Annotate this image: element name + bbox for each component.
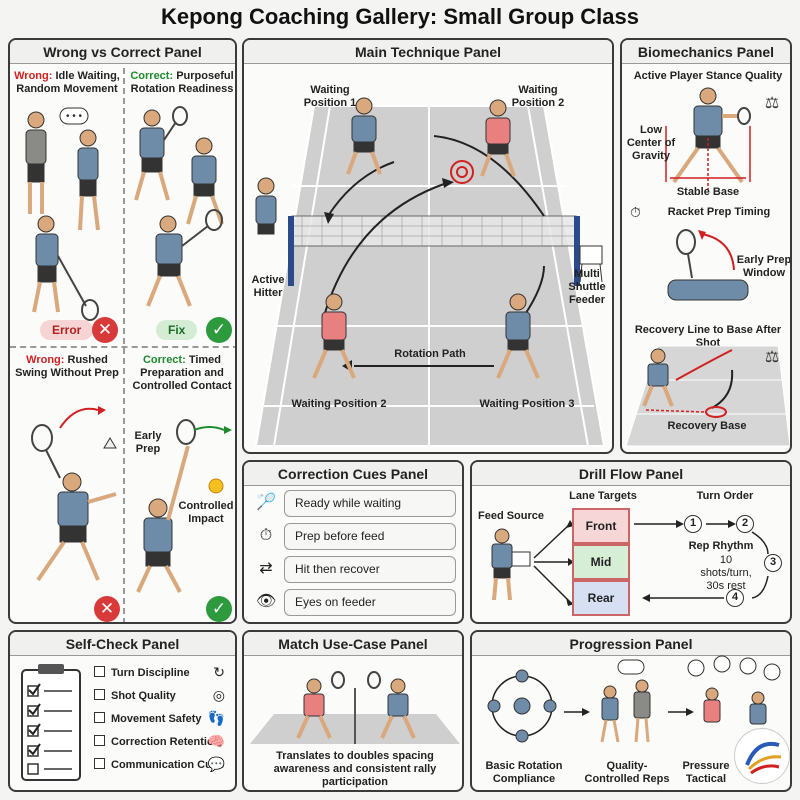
- doubles-court-illustration: [250, 671, 460, 744]
- cue-prep-before-feed: Prep before feed: [284, 523, 456, 550]
- fix-badge: Fix: [156, 320, 198, 340]
- recovery-illustration: ⚖: [625, 345, 790, 447]
- biomechanics-panel: Biomechanics Panel Active Player Stance …: [620, 38, 792, 454]
- turn-3-badge: 3: [764, 554, 782, 572]
- turn-order-arrows: [634, 520, 769, 602]
- correct-check-icon: ✓: [206, 317, 232, 343]
- lane-mid: Mid: [572, 544, 630, 580]
- stopwatch-icon: ⏱: [630, 204, 641, 220]
- panel-title: Wrong vs Correct Panel: [10, 40, 235, 64]
- error-badge: Error: [40, 320, 94, 340]
- panel-title: Self-Check Panel: [10, 632, 235, 656]
- ready-players-illustration: [134, 106, 224, 307]
- footprint-icon: 👣: [207, 710, 225, 726]
- correction-cues-panel: Correction Cues Panel 🏸 Ready while wait…: [242, 460, 464, 624]
- turn-4-badge: 4: [726, 589, 744, 607]
- svg-text:⚖: ⚖: [765, 95, 779, 112]
- panel-title: Main Technique Panel: [244, 40, 612, 64]
- racket-prep-title: Racket Prep Timing: [667, 206, 771, 218]
- brain-icon: 🧠: [207, 733, 225, 749]
- top-wrong-caption: Wrong: Idle Waiting, Random Movement: [14, 70, 120, 96]
- lane-front: Front: [572, 508, 630, 544]
- early-prep-label: Early Prep: [134, 430, 162, 456]
- controlled-impact-label: Controlled Impact: [178, 500, 234, 526]
- idle-players-illustration: • • •: [25, 107, 100, 321]
- check-correction-retention: Correction Retention: [94, 735, 220, 748]
- check-turn-discipline: Turn Discipline: [94, 666, 190, 679]
- rep-rhythm-title: Rep Rhythm: [688, 540, 754, 552]
- match-use-case-panel: Match Use-Case Panel Translates to doubl…: [242, 630, 464, 792]
- stage-basic-rotation: Basic Rotation Compliance: [485, 760, 563, 786]
- rotation-path-label: Rotation Path: [394, 348, 466, 360]
- panel-title: Correction Cues Panel: [244, 462, 462, 486]
- drill-flow-panel: Drill Flow Panel Feed Source Lane Target…: [470, 460, 792, 624]
- top-correct-caption: Correct: Purposeful Rotation Readiness: [130, 70, 234, 96]
- target-icon: ◎: [212, 687, 225, 703]
- turn-1-badge: 1: [684, 515, 702, 533]
- panel-title: Biomechanics Panel: [622, 40, 790, 64]
- self-check-panel: Self-Check Panel Turn Discipline ↻ Shot …: [8, 630, 237, 792]
- stance-title: Active Player Stance Quality: [633, 70, 783, 82]
- waiting-position-3-label: Waiting Position 3: [479, 398, 575, 410]
- feed-arrows: [533, 520, 574, 606]
- stage-pressure-tactical: Pressure Tactical: [682, 760, 730, 786]
- stopwatch-icon: ⏱: [259, 527, 273, 544]
- svg-text:⚖: ⚖: [765, 349, 779, 366]
- feeder-label: Multi Shuttle Feeder: [568, 268, 606, 307]
- panel-title: Progression Panel: [472, 632, 790, 656]
- racket-prep-illustration: [667, 229, 749, 301]
- progression-panel: Progression Panel: [470, 630, 792, 792]
- active-hitter-label: Active Hitter: [251, 274, 285, 300]
- early-prep-window-label: Early Prep Window: [736, 254, 792, 280]
- rotate-icon: ↻: [213, 664, 225, 680]
- panel-title: Match Use-Case Panel: [244, 632, 462, 656]
- cue-hit-then-recover: Hit then recover: [284, 556, 456, 583]
- wrong-vs-correct-panel: Wrong vs Correct Panel Wrong: Idle Waiti…: [8, 38, 237, 624]
- bottom-wrong-caption: Wrong: Rushed Swing Without Prep: [15, 354, 119, 380]
- court-diagram: [254, 97, 606, 447]
- stable-base-label: Stable Base: [676, 186, 740, 198]
- check-movement-safety: Movement Safety: [94, 712, 201, 725]
- eye-icon: 👁: [256, 593, 277, 610]
- match-caption: Translates to doubles spacing awareness …: [273, 750, 437, 789]
- progression-illustration: [487, 655, 781, 743]
- lane-rear: Rear: [572, 580, 630, 616]
- waiting-position-2-top-label: Waiting Position 2: [511, 84, 565, 110]
- timed-contact-illustration: [136, 419, 232, 593]
- low-center-label: Low Center of Gravity: [626, 124, 676, 163]
- timed-check-icon: ✓: [206, 596, 232, 622]
- recovery-base-label: Recovery Base: [667, 420, 747, 432]
- academy-logo: [734, 728, 790, 784]
- svg-text:• • •: • • •: [66, 111, 83, 122]
- feed-source-label: Feed Source: [477, 510, 545, 522]
- page-title: Kepong Coaching Gallery: Small Group Cla…: [161, 4, 639, 29]
- cue-ready-while-waiting: Ready while waiting: [284, 490, 456, 517]
- waiting-position-2-bottom-label: Waiting Position 2: [291, 398, 387, 410]
- turn-2-badge: 2: [736, 515, 754, 533]
- bottom-correct-caption: Correct: Timed Preparation and Controlle…: [132, 354, 232, 393]
- wrong-x-icon: ✕: [92, 317, 118, 343]
- chat-icon: 💬: [207, 756, 225, 772]
- check-communication-cues: Communication Cues: [94, 758, 224, 771]
- rushed-swing-illustration: [31, 406, 117, 582]
- clipboard-icon: [21, 664, 81, 781]
- turn-order-label: Turn Order: [696, 490, 754, 502]
- cue-eyes-on-feeder: Eyes on feeder: [284, 589, 456, 616]
- waiting-position-1-label: Waiting Position 1: [303, 84, 357, 110]
- rushed-x-icon: ✕: [94, 596, 120, 622]
- repeat-icon: ⇄: [259, 560, 273, 577]
- check-shot-quality: Shot Quality: [94, 689, 176, 702]
- stage-quality-reps: Quality-Controlled Reps: [584, 760, 670, 786]
- panel-title: Drill Flow Panel: [472, 462, 790, 486]
- rep-rhythm-text: 10 shots/turn, 30s rest: [700, 554, 752, 593]
- lane-targets-label: Lane Targets: [569, 490, 637, 502]
- stance-illustration: ⚖: [665, 87, 779, 190]
- feeder-illustration: [491, 528, 531, 601]
- racket-icon: 🏸: [256, 494, 276, 511]
- main-technique-panel: Main Technique Panel: [242, 38, 614, 454]
